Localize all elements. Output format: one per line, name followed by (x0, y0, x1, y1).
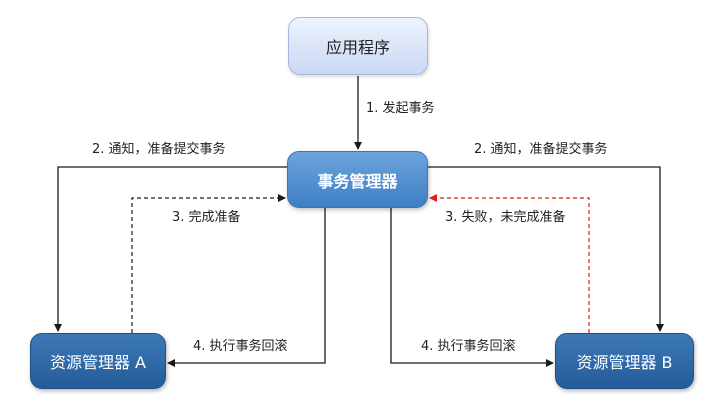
edge-label-notify-right: 2. 通知，准备提交事务 (474, 142, 608, 157)
edge-notify-left (54, 166, 287, 332)
node-resource-manager-b: 资源管理器 B (555, 333, 694, 389)
edge-ready-a (131, 194, 286, 333)
edge-label-rollback-b: 4. 执行事务回滚 (421, 339, 516, 354)
edge-label-fail-b: 3. 失败，未完成准备 (445, 210, 566, 225)
edge-rollback-a (167, 208, 326, 367)
edge-label-begin: 1. 发起事务 (366, 101, 435, 116)
edge-fail-b (429, 194, 590, 333)
edge-notify-right (428, 166, 664, 332)
node-resource-manager-b-label: 资源管理器 B (576, 353, 673, 372)
edge-label-ready-a: 3. 完成准备 (172, 210, 241, 225)
edge-label-notify-left: 2. 通知，准备提交事务 (92, 142, 226, 157)
node-application: 应用程序 (288, 17, 428, 75)
node-resource-manager-a-label: 资源管理器 A (49, 353, 147, 372)
node-transaction-manager-label: 事务管理器 (317, 171, 398, 191)
node-application-label: 应用程序 (325, 38, 390, 57)
edge-label-rollback-a: 4. 执行事务回滚 (193, 339, 288, 354)
node-transaction-manager: 事务管理器 (287, 151, 428, 208)
node-resource-manager-a: 资源管理器 A (30, 333, 166, 389)
edge-rollback-b (390, 208, 554, 367)
